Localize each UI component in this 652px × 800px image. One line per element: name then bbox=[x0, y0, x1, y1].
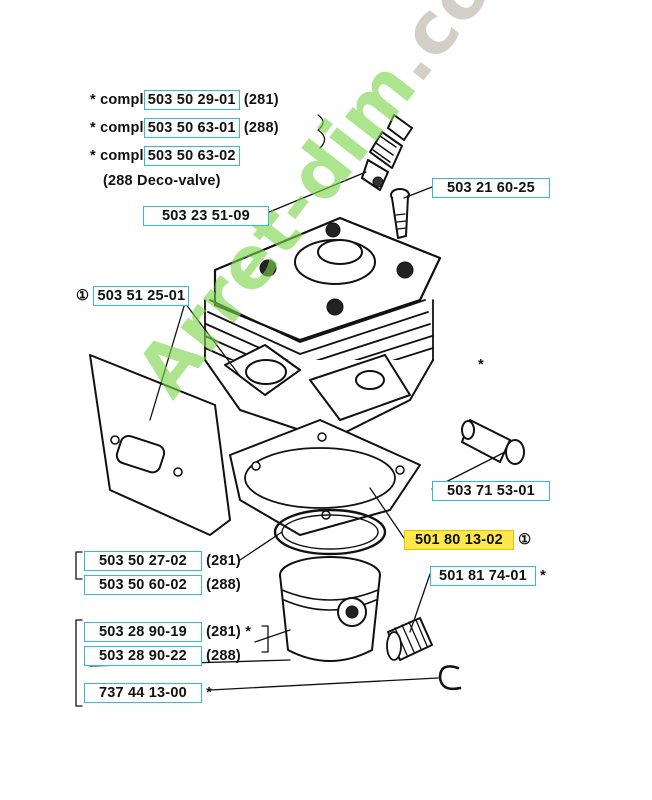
needle-bearing-drawing bbox=[386, 617, 433, 661]
label-decompression-valve: 503 71 53-01 bbox=[432, 481, 550, 501]
label-needle-bearing: 501 81 74-01 * bbox=[430, 566, 546, 586]
label-circlip: 737 44 13-00 * bbox=[84, 683, 212, 703]
part-number-503-21-60-25[interactable]: 503 21 60-25 bbox=[432, 178, 550, 198]
label-piston-281: 503 28 90-19 (281) * bbox=[84, 622, 251, 642]
brackets bbox=[75, 114, 326, 707]
label-piston-ring-281: 503 50 27-02 (281) bbox=[84, 551, 241, 571]
compl-prefix: compl bbox=[100, 120, 144, 136]
spark-plug bbox=[361, 114, 413, 191]
part-number-501-80-13-02[interactable]: 501 80 13-02 bbox=[404, 530, 514, 550]
part-number-503-50-27-02[interactable]: 503 50 27-02 bbox=[84, 551, 202, 571]
label-piston-ring-288: 503 50 60-02 (288) bbox=[84, 575, 241, 595]
part-number-503-50-29-01[interactable]: 503 50 29-01 bbox=[143, 90, 240, 110]
circlip-drawing bbox=[438, 665, 462, 691]
decompression-valve-drawing bbox=[461, 419, 525, 465]
base-gasket bbox=[229, 419, 421, 536]
part-number-503-28-90-22[interactable]: 503 28 90-22 bbox=[84, 646, 202, 666]
part-number-503-71-53-01[interactable]: 503 71 53-01 bbox=[432, 481, 550, 501]
label-gasket: 501 80 13-02 ① bbox=[404, 530, 531, 550]
part-number-737-44-13-00[interactable]: 737 44 13-00 bbox=[84, 683, 202, 703]
compl-prefix: compl bbox=[100, 148, 144, 164]
part-number-503-23-51-09[interactable]: 503 23 51-09 bbox=[143, 206, 269, 226]
cylinder-body bbox=[204, 344, 434, 441]
label-spark-plug-area: 503 23 51-09 bbox=[143, 206, 269, 226]
exhaust-gasket-plate bbox=[89, 354, 231, 536]
part-number-503-28-90-19[interactable]: 503 28 90-19 bbox=[84, 622, 202, 642]
cylinder-head bbox=[213, 216, 442, 342]
piston-drawing bbox=[279, 556, 381, 662]
part-number-503-50-63-01[interactable]: 503 50 63-01 bbox=[143, 118, 240, 138]
cylinder-asterisk: * bbox=[478, 357, 484, 373]
part-number-503-50-60-02[interactable]: 503 50 60-02 bbox=[84, 575, 202, 595]
label-cylinder-bolt: 503 21 60-25 bbox=[432, 178, 550, 198]
cylinder-bolt bbox=[390, 188, 410, 239]
label-piston-288: 503 28 90-22 (288) bbox=[84, 646, 241, 666]
part-number-503-51-25-01[interactable]: 503 51 25-01 bbox=[93, 286, 190, 306]
header-note-extra: (288 Deco-valve) bbox=[103, 173, 221, 189]
compl-prefix: compl bbox=[100, 92, 144, 108]
part-number-503-50-63-02[interactable]: 503 50 63-02 bbox=[143, 146, 240, 166]
label-cylinder-assembly: ① 503 51 25-01 bbox=[76, 286, 190, 306]
part-number-501-81-74-01[interactable]: 501 81 74-01 bbox=[430, 566, 536, 586]
